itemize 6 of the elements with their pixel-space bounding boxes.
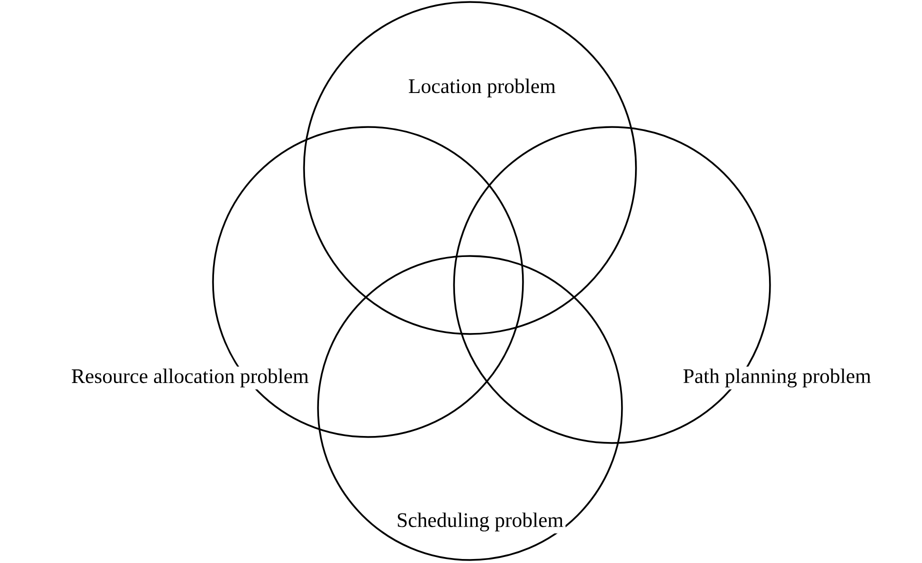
circle-label: Location problem [406, 76, 558, 100]
circle-label: Path planning problem [680, 366, 874, 390]
circle-label: Resource allocation problem [69, 366, 311, 390]
venn-circle [303, 1, 637, 335]
venn-circle [317, 255, 623, 561]
circle-label: Scheduling problem [394, 510, 566, 534]
